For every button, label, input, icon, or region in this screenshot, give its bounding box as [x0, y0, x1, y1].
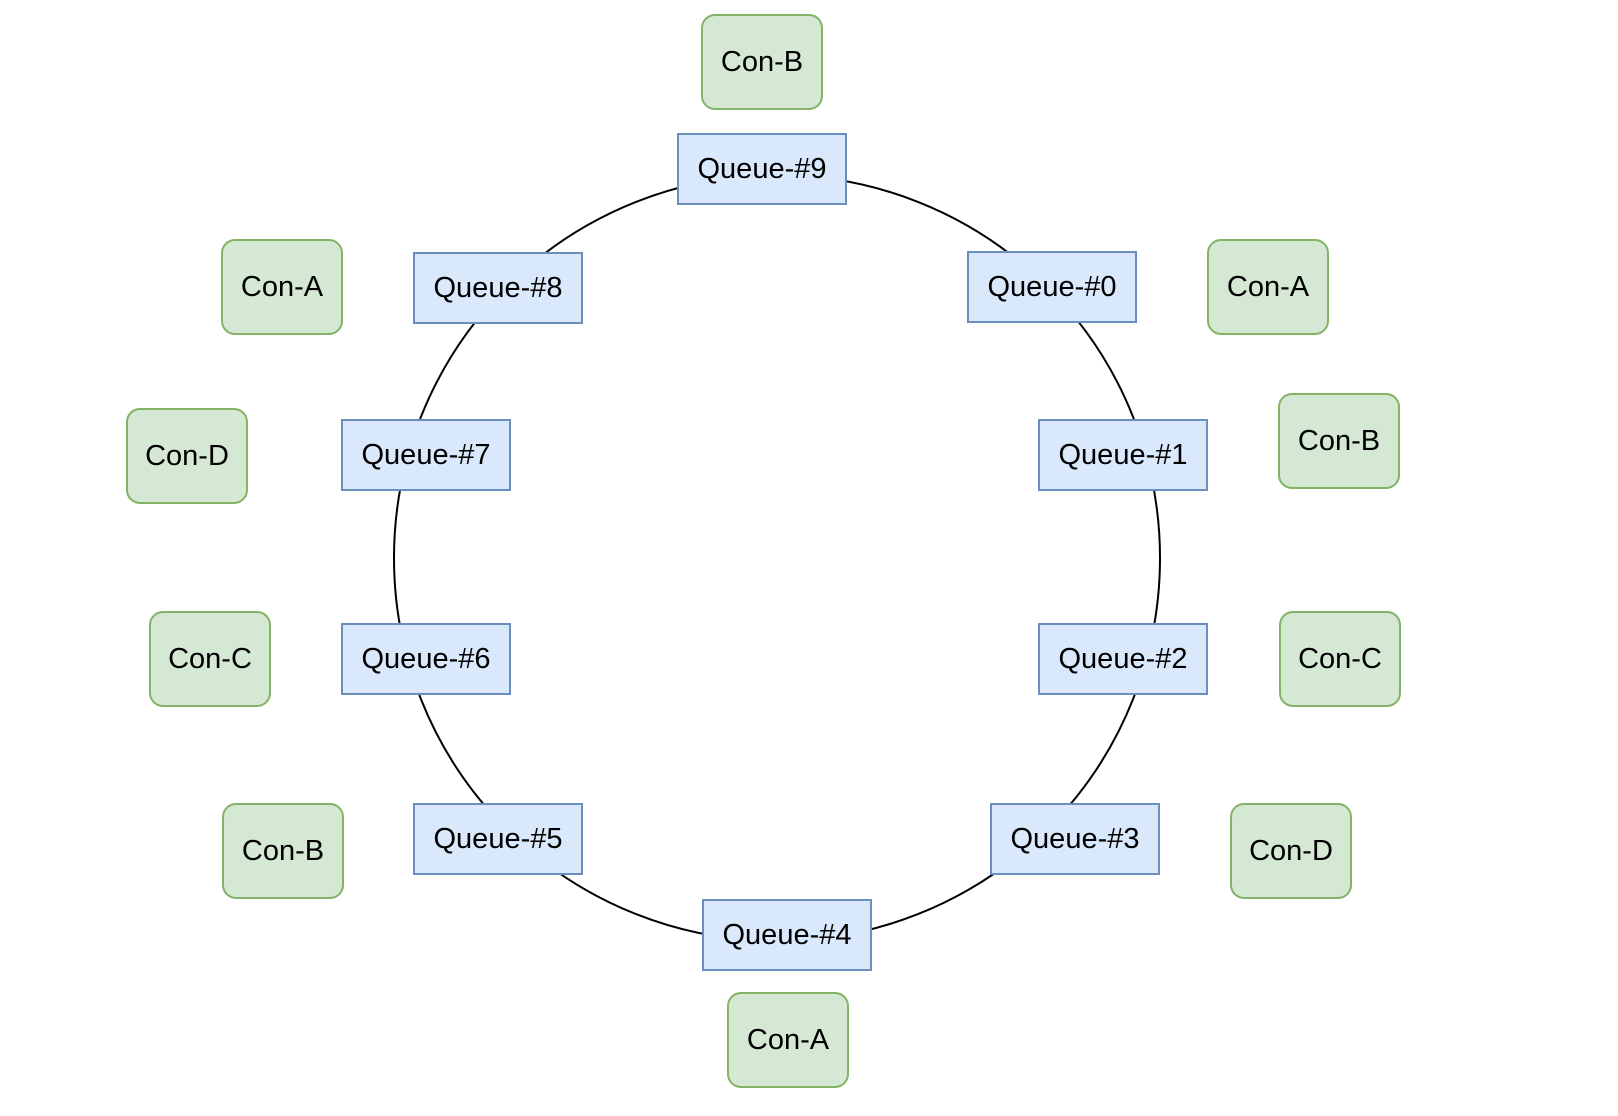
consumer-node-con-c-left-lower: Con-C	[149, 611, 271, 707]
queue-node-7: Queue-#7	[341, 419, 511, 491]
consumer-node-con-b-right-upper: Con-B	[1278, 393, 1400, 489]
queue-node-3: Queue-#3	[990, 803, 1160, 875]
consumer-node-con-b-lower-left: Con-B	[222, 803, 344, 899]
consumer-node-con-a-upper-left: Con-A	[221, 239, 343, 335]
consumer-node-con-d-left-upper: Con-D	[126, 408, 248, 504]
consumer-node-con-c-right-lower: Con-C	[1279, 611, 1401, 707]
queue-node-9: Queue-#9	[677, 133, 847, 205]
queue-node-4: Queue-#4	[702, 899, 872, 971]
consumer-node-con-b-top: Con-B	[701, 14, 823, 110]
queue-node-8: Queue-#8	[413, 252, 583, 324]
queue-node-5: Queue-#5	[413, 803, 583, 875]
queue-node-6: Queue-#6	[341, 623, 511, 695]
queue-node-1: Queue-#1	[1038, 419, 1208, 491]
consumer-node-con-d-lower-right: Con-D	[1230, 803, 1352, 899]
consumer-node-con-a-upper-right: Con-A	[1207, 239, 1329, 335]
consumer-node-con-a-bottom: Con-A	[727, 992, 849, 1088]
queue-node-0: Queue-#0	[967, 251, 1137, 323]
queue-node-2: Queue-#2	[1038, 623, 1208, 695]
